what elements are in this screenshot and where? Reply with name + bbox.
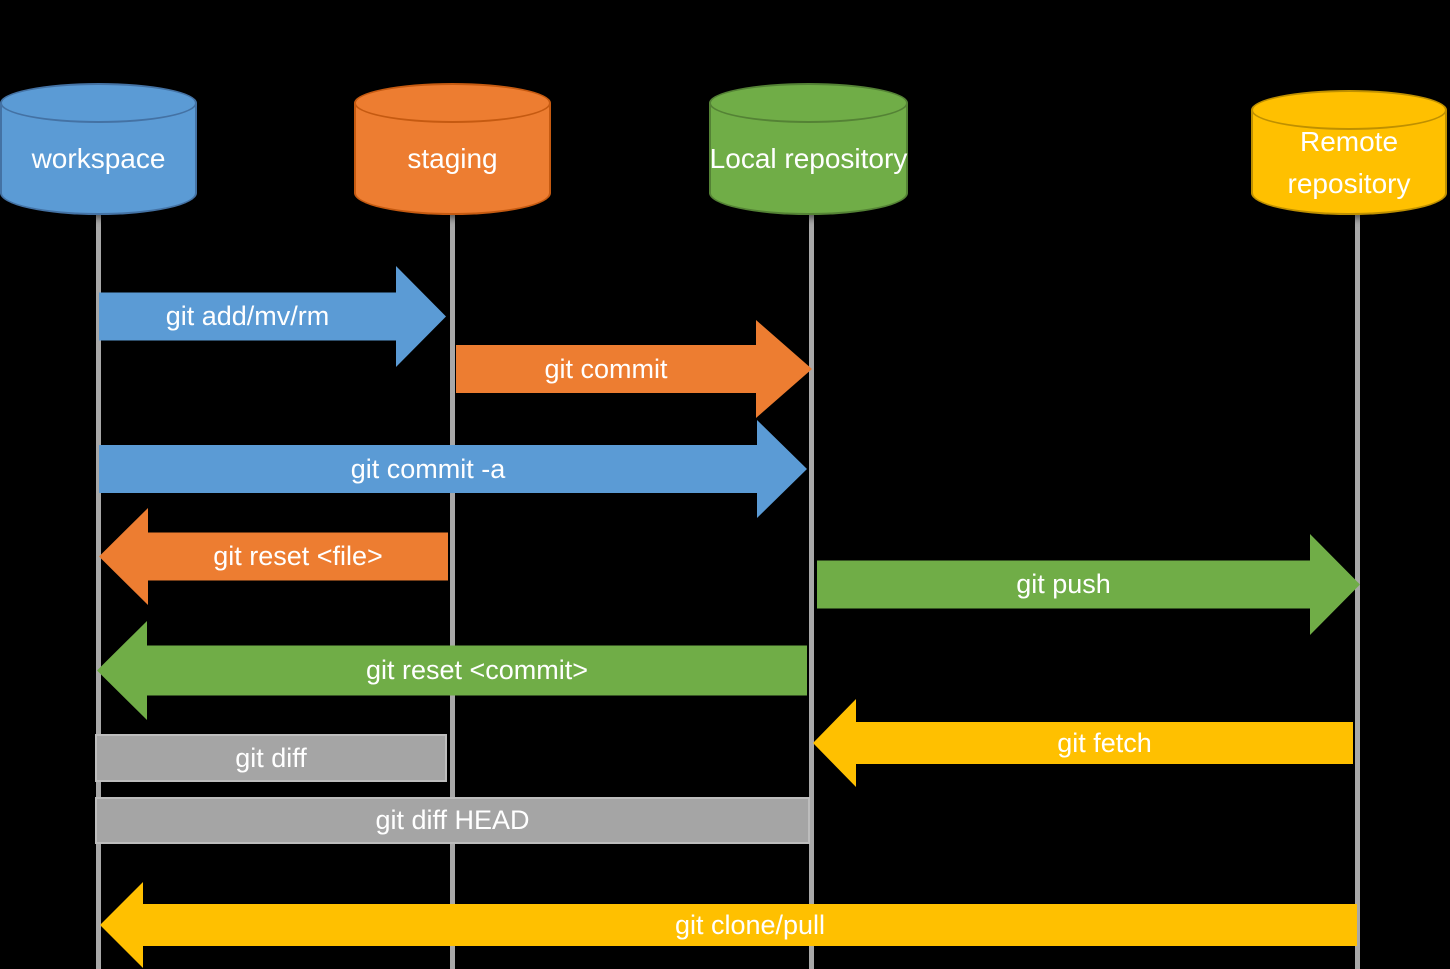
bar-label: git diff xyxy=(235,742,307,773)
arrow-label: git add/mv/rm xyxy=(165,301,330,331)
local-repository-lifeline xyxy=(809,211,814,969)
staging-lifeline xyxy=(450,211,455,969)
workspace-lifeline xyxy=(96,211,101,969)
arrow-label: git commit xyxy=(544,353,668,384)
local-repository-node: Local repository xyxy=(709,83,908,215)
bar-label: git diff HEAD xyxy=(375,805,530,835)
arrow-git-reset-file: git reset <file> xyxy=(99,508,448,605)
remote-repository-label: Remote repository xyxy=(1287,125,1411,199)
remote-repository-node: Remote repository xyxy=(1251,90,1447,215)
cylinder-top-icon xyxy=(709,83,908,123)
arrow-git-fetch: git fetch xyxy=(813,699,1353,787)
remote-repository-lifeline xyxy=(1355,211,1360,969)
workspace-label: workspace xyxy=(31,143,166,174)
cylinder-top-icon xyxy=(1251,90,1447,130)
arrow-git-add-mv-rm: git add/mv/rm xyxy=(99,266,446,367)
local-repository-label: Local repository xyxy=(709,143,908,174)
bar-git-diff-head: git diff HEAD xyxy=(95,797,810,844)
arrow-label: git reset <commit> xyxy=(365,655,589,685)
cylinder-top-icon xyxy=(0,83,197,123)
arrow-label: git fetch xyxy=(1057,727,1152,758)
staging-label: staging xyxy=(407,143,498,174)
workspace-node: workspace xyxy=(0,83,197,215)
arrow-label: git reset <file> xyxy=(213,541,383,571)
arrow-label: git clone/pull xyxy=(674,909,826,940)
cylinder-top-icon xyxy=(354,83,551,123)
arrow-label: git commit -a xyxy=(350,453,506,484)
arrow-git-push: git push xyxy=(817,534,1360,635)
bar-git-diff: git diff xyxy=(95,734,447,782)
arrow-git-clone-pull: git clone/pull xyxy=(100,882,1357,968)
arrow-label: git push xyxy=(1016,569,1111,599)
staging-node: staging xyxy=(354,83,551,215)
arrow-git-commit: git commit xyxy=(456,320,812,418)
